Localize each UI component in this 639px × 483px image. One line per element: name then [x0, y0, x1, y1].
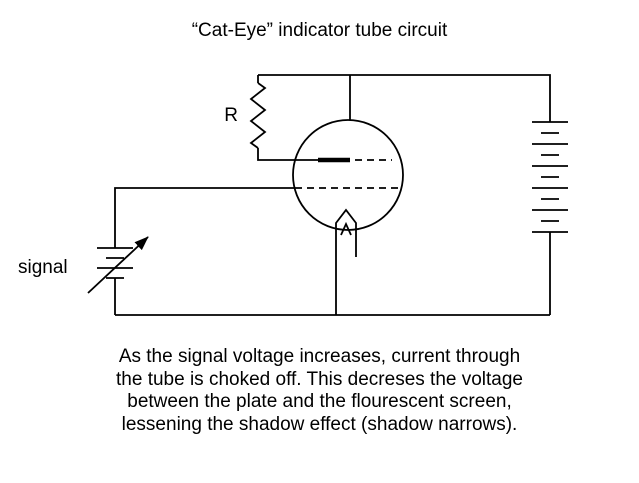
wire-grid-left — [114, 187, 295, 248]
signal-source-symbol — [87, 236, 149, 315]
variable-arrow — [87, 236, 149, 294]
caption: As the signal voltage increases, current… — [0, 346, 639, 436]
resistor-label: R — [224, 105, 238, 126]
resistor-symbol — [249, 75, 318, 161]
wire-top — [258, 74, 551, 122]
caption-line: lessening the shadow effect (shadow narr… — [121, 413, 518, 435]
signal-label: signal — [18, 257, 68, 278]
caption-line: between the plate and the flourescent sc… — [127, 391, 512, 412]
battery-symbol — [532, 121, 568, 315]
caption-line: the tube is choked off. This decreses th… — [116, 368, 523, 390]
cathode-filament — [335, 208, 357, 257]
caption-line: As the signal voltage increases, current… — [118, 346, 521, 367]
circuit-diagram: R signal — [18, 74, 568, 316]
diagram-title: “Cat-Eye” indicator tube circuit — [191, 20, 448, 41]
tube-symbol — [292, 119, 404, 315]
